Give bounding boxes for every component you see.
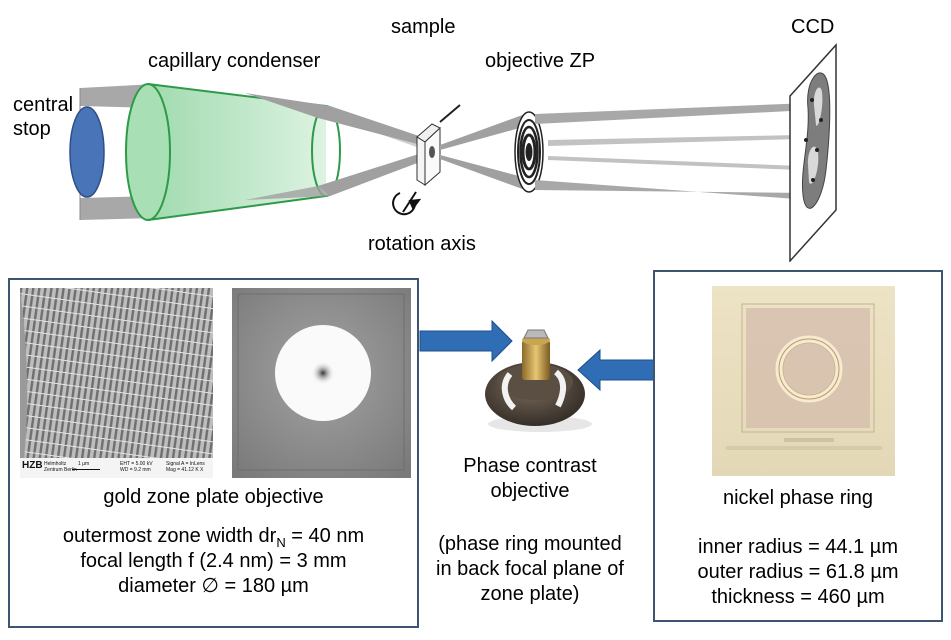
sem-zone-plate-image <box>232 288 411 478</box>
phase-ring-note-2: in back focal plane of <box>436 558 624 580</box>
inner-radius-line: inner radius = 44.1 µm <box>698 536 898 558</box>
sem-signal: Signal A = InLens <box>166 461 205 467</box>
zone-plate-disk-graphic <box>232 288 411 478</box>
ccd-label: CCD <box>791 16 835 38</box>
zone-width-line: outermost zone width drN = 40 nm <box>10 525 417 550</box>
sem-eht: EHT = 5.00 kV <box>120 461 153 467</box>
sample-holder <box>416 104 461 187</box>
zone-width-value: = 40 nm <box>285 525 365 547</box>
ccd-detector <box>789 43 837 262</box>
phase-contrast-objective-photo <box>485 329 592 432</box>
diverging-beam <box>440 113 534 191</box>
imaging-beam <box>535 103 810 200</box>
sem-logo-sub1: Helmholtz <box>44 461 67 467</box>
rotation-axis-label: rotation axis <box>368 233 476 255</box>
nickel-phase-ring-image <box>712 286 895 476</box>
thickness-line: thickness = 460 µm <box>711 586 885 608</box>
zone-plate-panel: HZB Helmholtz Zentrum Berlin 1 µm EHT = … <box>8 278 419 628</box>
outer-radius-line: outer radius = 61.8 µm <box>697 561 899 583</box>
sem-scale-bar <box>72 469 100 470</box>
phase-ring-panel: nickel phase ring inner radius = 44.1 µm… <box>653 270 943 622</box>
setup-schematic <box>69 43 837 262</box>
central-stop-disk <box>69 106 105 198</box>
rotation-axis-indicator <box>392 191 422 216</box>
sem-mag: Mag = 41.12 K X <box>166 467 204 473</box>
sem-logo: HZB <box>22 460 43 471</box>
central-stop-label: central <box>13 94 74 116</box>
zone-width-sub: N <box>276 535 286 550</box>
sample-label: sample <box>391 16 456 38</box>
zone-width-text: outermost zone width dr <box>62 525 277 547</box>
sem-zone-pattern-image: HZB Helmholtz Zentrum Berlin 1 µm EHT = … <box>20 288 213 478</box>
zone-plate-title: gold zone plate objective <box>103 486 324 508</box>
focusing-beam <box>245 93 425 200</box>
phase-contrast-title-1: Phase contrast <box>463 455 597 477</box>
phase-contrast-title-2: objective <box>490 480 570 502</box>
objective-zp-label: objective ZP <box>485 50 596 72</box>
zone-plate-shape <box>514 111 544 193</box>
phase-ring-title: nickel phase ring <box>722 487 874 509</box>
focal-length-line: focal length f (2.4 nm) = 3 mm <box>80 550 347 572</box>
capillary-condenser-label: capillary condenser <box>148 50 321 72</box>
phase-ring-note-1: (phase ring mounted <box>438 533 622 555</box>
diameter-line: diameter ∅ = 180 µm <box>118 575 309 597</box>
sem-wd: WD = 9.2 mm <box>120 467 151 473</box>
central-stop-label-2: stop <box>13 118 51 140</box>
sem-scale-label: 1 µm <box>78 461 90 467</box>
sem-logo-sub2: Zentrum Berlin <box>44 467 77 473</box>
zone-pattern-graphic <box>20 288 213 478</box>
phase-ring-note-3: zone plate) <box>480 583 580 605</box>
